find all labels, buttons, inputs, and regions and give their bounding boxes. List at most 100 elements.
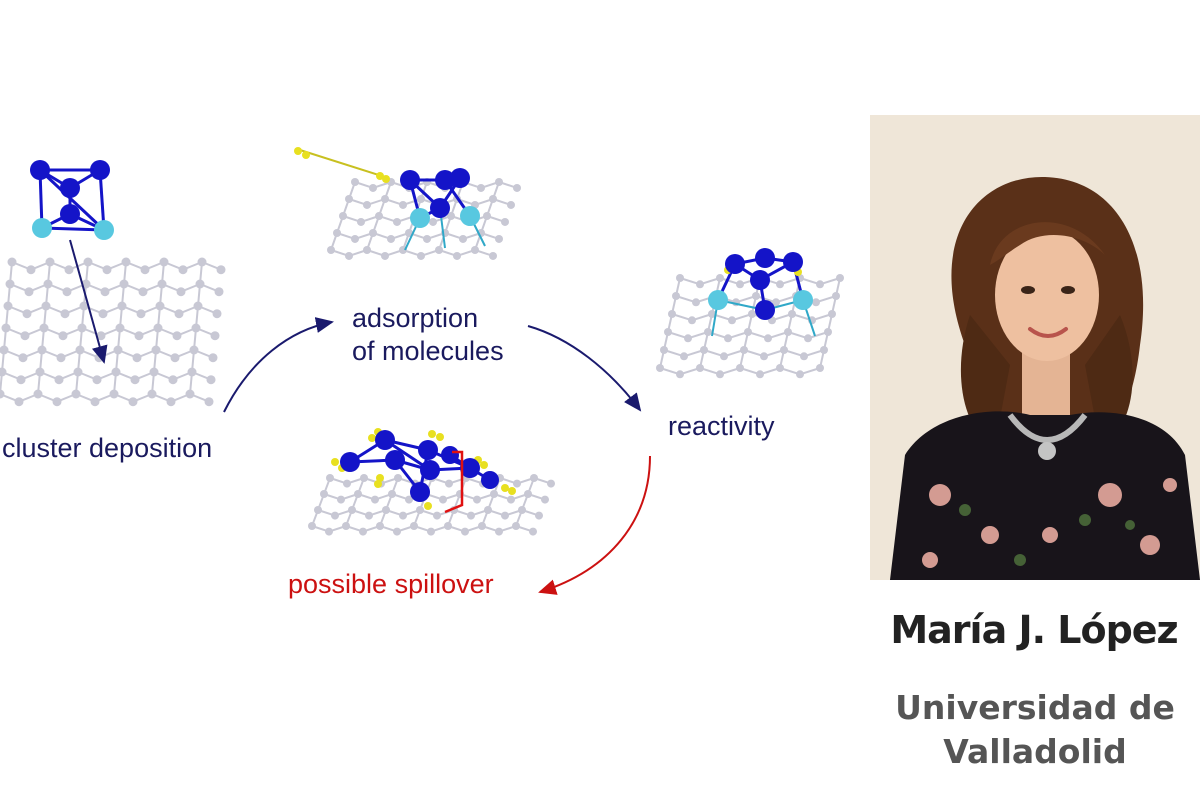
carbon-atom	[764, 334, 772, 343]
carbon-atom	[776, 280, 784, 289]
carbon-atom	[399, 200, 407, 209]
carbon-atom	[360, 474, 368, 482]
carbon-atom	[351, 178, 359, 186]
carbon-atom	[796, 370, 804, 379]
carbon-atom	[416, 506, 424, 514]
carbon-atom	[337, 495, 345, 504]
carbon-atom	[832, 292, 840, 300]
carbon-atom	[507, 495, 515, 504]
person-name: María J. López	[890, 608, 1178, 652]
carbon-atom	[371, 495, 379, 504]
carbon-atom	[433, 511, 441, 520]
carbon-atom	[447, 212, 455, 220]
carbon-atom	[530, 474, 538, 482]
carbon-atom	[62, 287, 72, 297]
carbon-atom	[467, 511, 475, 520]
carbon-atom	[155, 301, 165, 311]
metal-cluster-free	[30, 160, 114, 240]
carbon-atom	[351, 234, 359, 243]
carbon-atom	[151, 345, 161, 355]
carbon-atom	[513, 183, 521, 192]
carbon-atom	[20, 331, 30, 341]
deposition-trajectory-arrow	[69, 239, 108, 364]
carbon-atom	[376, 522, 384, 530]
carbon-atom	[495, 234, 503, 243]
carbon-atom	[359, 527, 367, 536]
carbon-atom	[320, 490, 328, 498]
carbon-atom	[132, 353, 142, 363]
carbon-atom	[672, 292, 680, 300]
carbon-atom	[490, 490, 498, 498]
carbon-atom	[772, 298, 780, 307]
carbon-atom	[387, 234, 395, 243]
carbon-atom	[676, 370, 684, 379]
carbon-atom	[83, 257, 93, 267]
carbon-atom	[512, 522, 520, 530]
carbon-atom	[780, 346, 788, 354]
carbon-atom	[382, 506, 390, 514]
carbon-atom	[189, 345, 199, 355]
carbon-atom	[812, 298, 820, 307]
carbon-atom	[453, 251, 461, 260]
affiliation-line-1: Universidad de	[895, 688, 1175, 727]
carbon-atom	[836, 274, 844, 282]
carbon-atom	[185, 389, 195, 399]
carbon-atom	[388, 490, 396, 498]
carbon-atom	[64, 265, 74, 275]
carbon-atom	[136, 309, 146, 319]
carbon-atom	[308, 522, 316, 530]
carbon-atom	[138, 287, 148, 297]
metal-cluster-reacting	[708, 248, 816, 337]
carbon-atom	[518, 506, 526, 514]
carbon-atom	[700, 346, 708, 354]
carbon-atom	[728, 316, 736, 325]
carbon-atom	[37, 345, 47, 355]
carbon-atom	[343, 479, 351, 488]
carbon-atom	[73, 367, 83, 377]
label-of-molecules: of molecules	[352, 336, 504, 366]
carbon-atom	[692, 298, 700, 307]
arrow-adsorption-to-reactivity	[527, 325, 642, 412]
carbon-atom	[214, 287, 224, 297]
carbon-atom	[157, 279, 167, 289]
carbon-atom	[501, 217, 509, 226]
carbon-atom	[140, 265, 150, 275]
carbon-atom	[208, 353, 218, 363]
carbon-atom	[14, 397, 24, 407]
carbon-atom	[100, 287, 110, 297]
carbon-atom	[0, 367, 7, 377]
carbon-atom	[170, 353, 180, 363]
carbon-atom	[541, 495, 549, 504]
carbon-atom	[752, 292, 760, 300]
carbon-atom	[153, 323, 163, 333]
carbon-atom	[676, 274, 684, 282]
carbon-atom	[197, 257, 207, 267]
carbon-atom	[0, 389, 5, 399]
carbon-atom	[820, 346, 828, 354]
carbon-atom	[788, 310, 796, 318]
carbon-atom	[427, 527, 435, 536]
carbon-atom	[117, 301, 127, 311]
carbon-atom	[58, 331, 68, 341]
carbon-atom	[77, 323, 87, 333]
carbon-atom	[524, 490, 532, 498]
carbon-atom	[45, 257, 55, 267]
graphene-sheet-deposition	[0, 257, 226, 407]
carbon-atom	[484, 506, 492, 514]
carbon-atom	[206, 375, 216, 385]
graphene-sheet-reactivity	[656, 274, 844, 379]
carbon-atom	[740, 346, 748, 354]
carbon-atom	[75, 345, 85, 355]
carbon-atom	[365, 511, 373, 520]
carbon-atom	[348, 506, 356, 514]
carbon-atom	[461, 527, 469, 536]
carbon-atom	[119, 279, 129, 289]
carbon-atom	[369, 229, 377, 237]
carbon-atom	[716, 370, 724, 379]
carbon-atom	[333, 229, 341, 237]
carbon-atom	[507, 200, 515, 209]
carbon-atom	[56, 353, 66, 363]
carbon-atom	[439, 495, 447, 504]
carbon-atom	[210, 331, 220, 341]
carbon-atom	[111, 367, 121, 377]
